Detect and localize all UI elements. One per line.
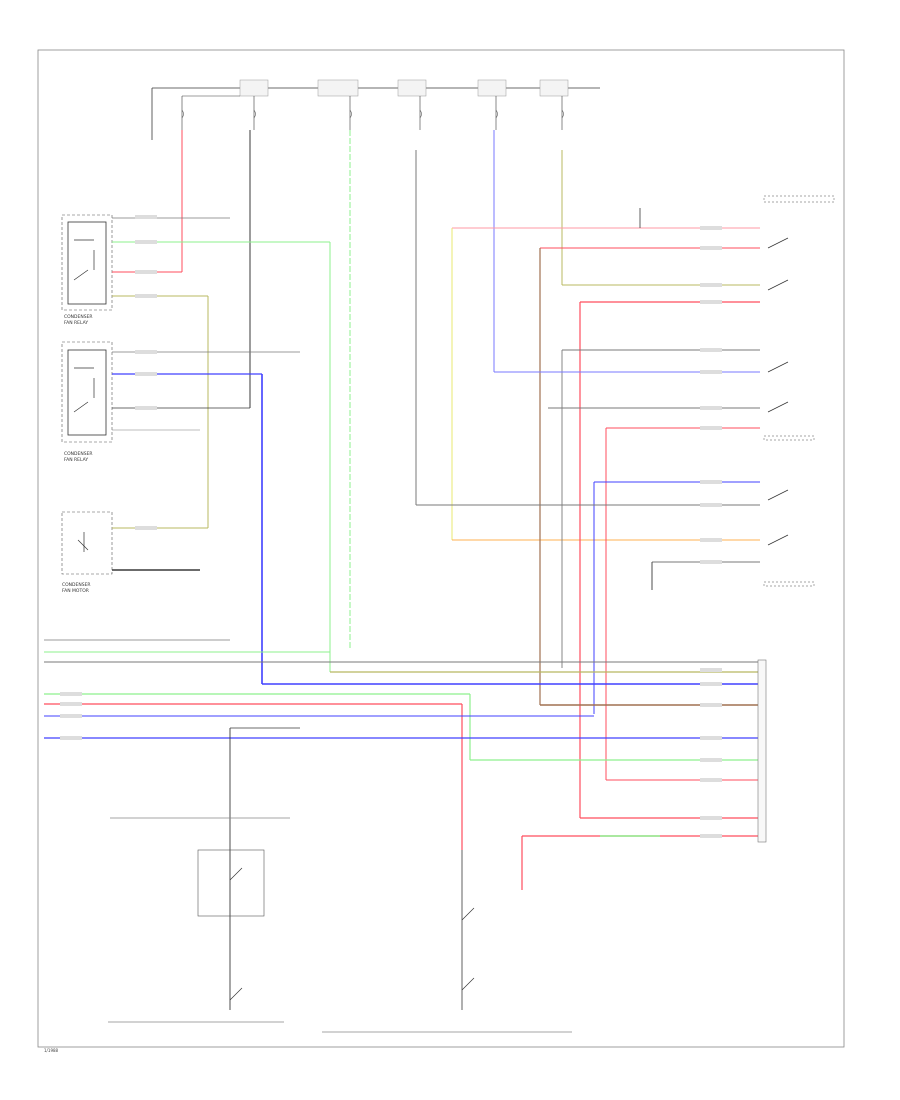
ecm-connector xyxy=(757,659,767,843)
right-switch-symbols xyxy=(763,195,835,587)
wire-label-tags xyxy=(60,215,722,838)
svg-text:FAN RELAY: FAN RELAY xyxy=(64,457,88,463)
svg-text:CONDENSER: CONDENSER xyxy=(64,314,93,320)
svg-text:FAN MOTOR: FAN MOTOR xyxy=(62,588,89,594)
svg-text:FAN RELAY: FAN RELAY xyxy=(64,320,88,326)
svg-text:CONDENSER: CONDENSER xyxy=(62,582,91,588)
fuse-block-left xyxy=(181,95,240,130)
fuse-symbols xyxy=(181,109,564,119)
svg-text:CONDENSER: CONDENSER xyxy=(64,451,93,457)
fuse-block-2 xyxy=(317,79,359,130)
condenser-fan-relay-2: CONDENSER FAN RELAY xyxy=(61,341,113,463)
ac-switch-box xyxy=(197,849,265,917)
fuse-block-4 xyxy=(477,79,507,130)
fuse-block-3 xyxy=(397,79,427,130)
fuse-block-1 xyxy=(239,79,269,130)
fuse-block-5 xyxy=(539,79,569,130)
footer-id: 1/1988 xyxy=(44,1048,59,1053)
condenser-fan-motor: CONDENSER FAN MOTOR xyxy=(61,511,113,594)
pressure-switch-contacts xyxy=(461,907,475,991)
condenser-fan-relay-1: CONDENSER FAN RELAY xyxy=(61,214,113,326)
ac-switch-contacts xyxy=(229,867,243,1001)
diagram-frame xyxy=(37,49,845,1048)
